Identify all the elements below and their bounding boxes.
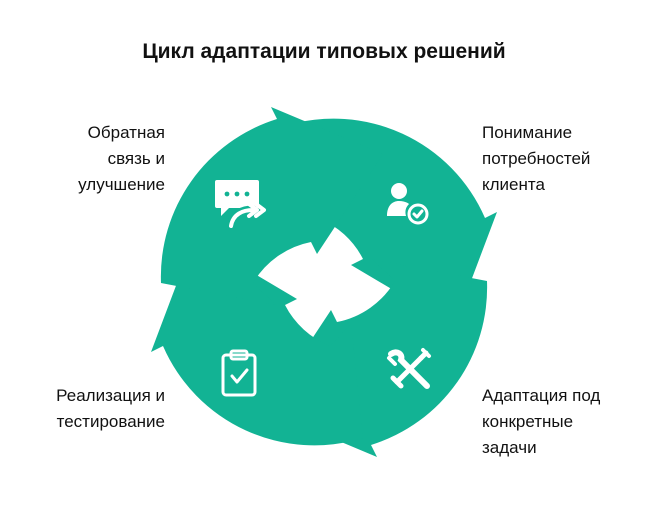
step-label-feedback: Обратная связь и улучшение <box>78 123 165 194</box>
step-label-adaptation: Адаптация под конкретные задачи <box>482 386 601 457</box>
step-label-understanding: Понимание потребностей клиента <box>482 123 591 194</box>
user-check-icon <box>387 183 429 225</box>
diagram-title: Цикл адаптации типовых решений <box>142 40 506 63</box>
tools-icon <box>387 348 431 389</box>
clipboard-check-icon <box>221 349 257 397</box>
chat-forward-icon <box>215 180 266 231</box>
cycle-segment-feedback <box>160 107 383 305</box>
step-label-implementation: Реализация и тестирование <box>56 386 165 431</box>
